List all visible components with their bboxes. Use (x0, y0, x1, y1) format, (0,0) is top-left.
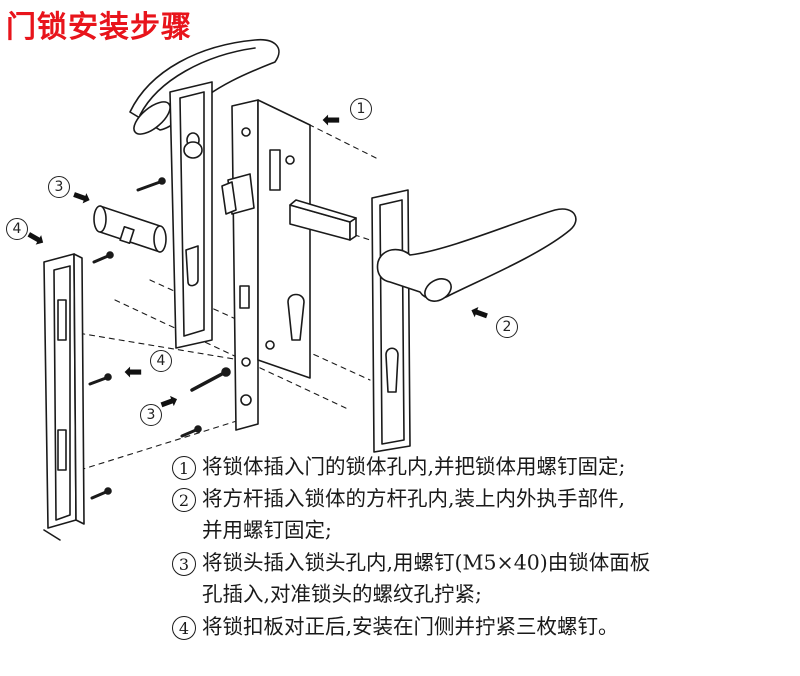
callout-3a: 3 (48, 176, 70, 198)
step-1-number: 1 (172, 456, 196, 480)
strike-plate (43, 253, 85, 541)
outer-handle (376, 208, 577, 302)
outer-escutcheon-plate (371, 189, 411, 453)
page-title: 门锁安装步骤 (6, 10, 192, 45)
step-2-line-2: 并用螺钉固定; (202, 518, 332, 542)
spindle (289, 199, 357, 241)
alignment-dashes (59, 119, 381, 471)
callout-4a: 4 (6, 218, 28, 240)
arrow-icon: ⬅ (124, 360, 143, 385)
step-2-number: 2 (172, 488, 196, 512)
arrow-icon: ⬅ (322, 108, 341, 133)
callout-3b: 3 (140, 404, 162, 426)
step-3-line-2: 孔插入,对准锁头的螺纹孔拧紧; (202, 582, 482, 606)
step-4-number: 4 (172, 616, 196, 640)
callout-1: 1 (350, 98, 372, 120)
step-3-number: 3 (172, 552, 196, 576)
screw-icon (88, 177, 231, 500)
mortise-lock-body (221, 99, 311, 431)
callout-4b: 4 (150, 350, 172, 372)
inner-escutcheon-plate (169, 81, 213, 349)
lock-cylinder (93, 205, 167, 253)
callout-2: 2 (496, 316, 518, 338)
